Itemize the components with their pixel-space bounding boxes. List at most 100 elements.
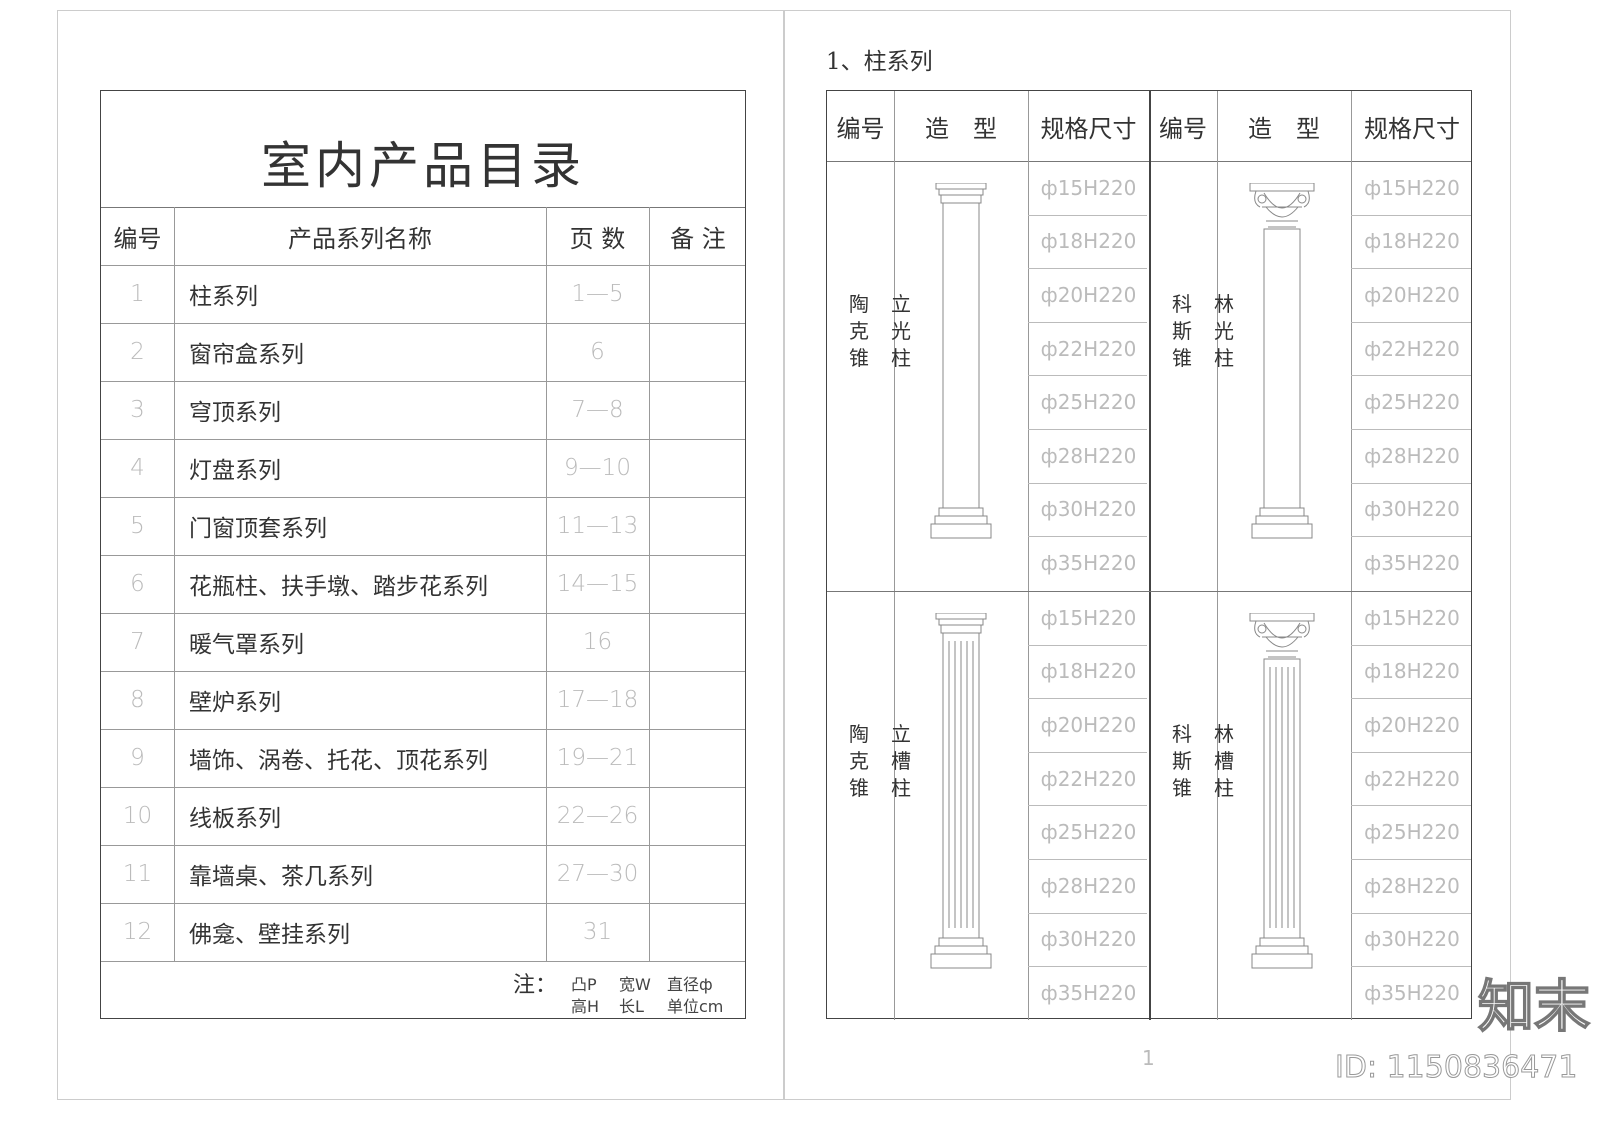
product-name-char: 柱 [1214, 346, 1234, 370]
divider [1351, 375, 1471, 377]
spec-size: ф25H220 [1040, 820, 1137, 845]
page-range: 19—21 [556, 745, 639, 771]
divider [1028, 321, 1147, 323]
page-range: 22—26 [556, 803, 639, 829]
column-drawing [930, 183, 992, 539]
spec-size: ф22H220 [1364, 336, 1460, 361]
spec-size: ф28H220 [1364, 443, 1460, 468]
product-name-char: 斯 [1172, 749, 1192, 773]
note-item: 凸P [571, 975, 597, 994]
column-drawing [1249, 183, 1315, 539]
spec-size: ф20H220 [1364, 282, 1460, 307]
row-number: 6 [130, 571, 145, 597]
product-name-char: 柱 [891, 776, 911, 800]
spec-size: ф30H220 [1364, 497, 1460, 522]
divider [101, 207, 745, 208]
divider [1028, 859, 1147, 860]
divider [1351, 482, 1471, 484]
series-name: 佛龛、壁挂系列 [189, 922, 350, 948]
note-item: 高H [571, 997, 600, 1016]
divider [101, 729, 745, 730]
column-header: 规格尺寸 [1040, 114, 1137, 143]
spec-size: ф22H220 [1040, 766, 1137, 791]
product-name-char: 克 [849, 319, 869, 343]
spec-size: ф20H220 [1364, 712, 1460, 737]
product-name-char: 陶 [849, 722, 869, 746]
row-number: 1 [130, 281, 145, 307]
divider [1149, 91, 1151, 1020]
divider [1351, 536, 1471, 538]
series-name: 门窗顶套系列 [189, 516, 327, 542]
product-name-char: 光 [891, 319, 911, 343]
divider [894, 91, 895, 1020]
note-label: 注： [513, 973, 558, 998]
divider [101, 555, 745, 556]
divider [1351, 268, 1471, 270]
series-name: 穹顶系列 [189, 400, 281, 426]
divider [1217, 91, 1218, 1020]
divider [827, 591, 1471, 592]
spec-size: ф28H220 [1040, 443, 1137, 468]
column-header: 产品系列名称 [288, 224, 432, 253]
note-item: 单位cm [667, 997, 724, 1016]
series-name: 墙饰、涡卷、托花、顶花系列 [189, 748, 488, 774]
divider [1028, 698, 1147, 700]
series-name: 线板系列 [189, 806, 281, 832]
series-name: 靠墙桌、茶几系列 [189, 864, 373, 890]
product-name-char: 锥 [1172, 776, 1192, 800]
spec-size: ф15H220 [1040, 605, 1137, 630]
divider [174, 207, 175, 961]
row-number: 4 [130, 455, 145, 481]
product-name-char: 槽 [891, 749, 911, 773]
product-name-char: 克 [849, 749, 869, 773]
column-drawing [930, 613, 992, 969]
spec-size: ф25H220 [1040, 390, 1137, 415]
page-range: 11—13 [556, 513, 639, 539]
series-name: 暖气罩系列 [189, 632, 304, 658]
note-item: 直径ф [667, 975, 713, 994]
spec-size: ф28H220 [1364, 873, 1460, 898]
product-name-char: 柱 [891, 346, 911, 370]
product-name-char: 林 [1214, 292, 1234, 316]
product-name-char: 科 [1172, 292, 1192, 316]
product-name-char: 陶 [849, 292, 869, 316]
product-name-char: 柱 [1214, 776, 1234, 800]
note-item: 宽W [619, 975, 651, 994]
page-range: 6 [590, 339, 605, 365]
row-number: 5 [130, 513, 145, 539]
spec-size: ф15H220 [1040, 175, 1137, 200]
spec-size: ф35H220 [1364, 980, 1460, 1005]
spec-size: ф15H220 [1364, 175, 1460, 200]
column-header: 造 型 [925, 114, 997, 143]
watermark-id: ID: 1150836471 [1334, 1050, 1578, 1086]
divider [101, 265, 745, 266]
divider [101, 845, 745, 846]
page-title: 室内产品目录 [261, 137, 585, 195]
divider [101, 497, 745, 498]
spec-size: ф35H220 [1040, 550, 1137, 575]
page-range: 9—10 [564, 455, 631, 481]
divider [1028, 375, 1147, 377]
divider [101, 903, 745, 904]
page-range: 16 [582, 629, 613, 655]
spec-size: ф18H220 [1040, 229, 1137, 254]
product-name-char: 林 [1214, 722, 1234, 746]
section-title: 1、柱系列 [826, 49, 933, 75]
column-header: 编号 [113, 224, 162, 253]
divider [1351, 644, 1471, 646]
spec-size: ф22H220 [1040, 336, 1137, 361]
row-number: 7 [130, 629, 145, 655]
divider [101, 381, 745, 382]
divider [1351, 912, 1471, 914]
divider [1028, 536, 1147, 538]
divider [1028, 429, 1147, 430]
spec-size: ф30H220 [1040, 927, 1137, 952]
spec-size: ф35H220 [1364, 550, 1460, 575]
product-name-char: 锥 [849, 346, 869, 370]
series-name: 花瓶柱、扶手墩、踏步花系列 [189, 574, 488, 600]
spec-size: ф22H220 [1364, 766, 1460, 791]
right-page [784, 10, 1511, 1100]
page-range: 31 [582, 919, 613, 945]
divider [101, 439, 745, 440]
